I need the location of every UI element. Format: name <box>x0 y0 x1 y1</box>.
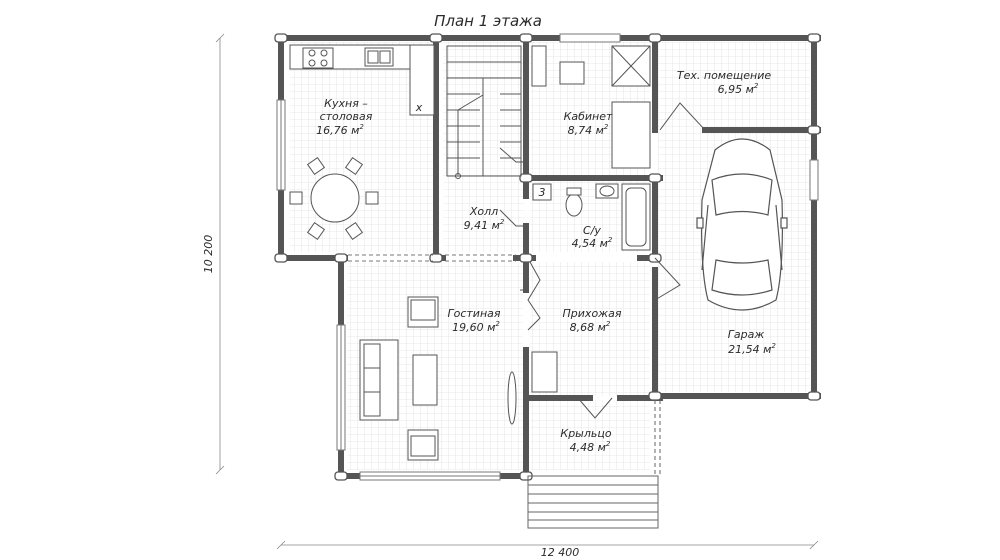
car <box>696 138 788 311</box>
openings <box>348 254 516 262</box>
entry-area: 8,68 м2 <box>570 320 611 334</box>
wc-area: 4,54 м2 <box>572 236 613 250</box>
staircase <box>446 45 522 179</box>
plan-title: План 1 этажа <box>434 12 542 30</box>
wc-mark: 3 <box>539 186 546 199</box>
porch-name: Крыльцо <box>560 427 611 440</box>
height-dimension: 10 200 <box>202 235 215 274</box>
wc-name: С/у <box>583 224 601 237</box>
kitchen-x-mark: x <box>415 101 423 114</box>
doors <box>499 102 706 419</box>
hall-area: 9,41 м2 <box>464 218 505 232</box>
entry-name: Прихожая <box>563 307 622 320</box>
windows <box>276 33 819 481</box>
wc-fixtures <box>532 183 651 251</box>
cabinet-name: Кабинет <box>564 110 613 123</box>
dimension-lines <box>215 33 819 550</box>
kitchen-furniture <box>289 44 435 241</box>
garage-area: 21,54 м2 <box>728 342 776 356</box>
living-furniture <box>359 296 558 461</box>
living-area: 19,60 м2 <box>452 320 500 334</box>
kitchen-name-line2: столовая <box>320 110 373 123</box>
kitchen-name-line1: Кухня – <box>324 97 368 110</box>
tech-room-area: 6,95 м2 <box>718 82 759 96</box>
cabinet-furniture <box>531 45 651 169</box>
living-name: Гостиная <box>447 307 500 320</box>
garage-name: Гараж <box>728 328 765 341</box>
kitchen-area: 16,76 м2 <box>316 123 364 137</box>
tech-room-name: Тех. помещение <box>677 69 771 82</box>
hall-name: Холл <box>469 205 498 218</box>
cabinet-area: 8,74 м2 <box>568 123 609 137</box>
porch-area: 4,48 м2 <box>570 440 611 454</box>
porch-steps <box>527 400 661 529</box>
room-labels: Кухня – столовая 16,76 м2 Кабинет 8,74 м… <box>316 69 776 454</box>
width-dimension: 12 400 <box>541 546 580 559</box>
log-ends <box>274 33 821 481</box>
